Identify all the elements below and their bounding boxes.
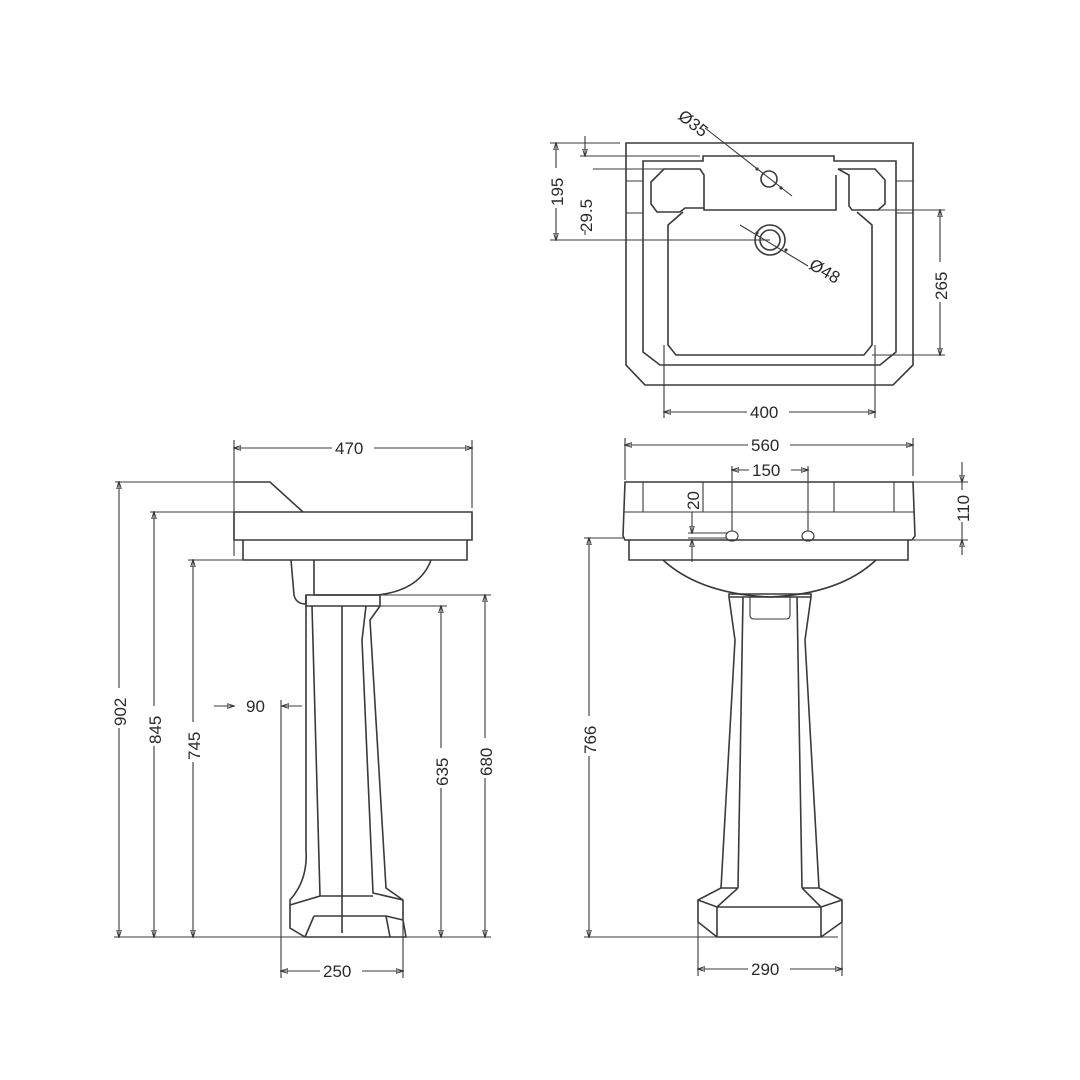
dim-front-to-waste: 195 [548, 178, 567, 206]
front-basin-body [622, 481, 916, 541]
dim-bowl-depth: 265 [932, 272, 951, 300]
dim-pedestal-base-width: 290 [751, 960, 779, 979]
dim-pedestal-height: 680 [477, 748, 496, 776]
dim-basin-depth: 470 [335, 439, 363, 458]
side-basin-slab [233, 511, 473, 541]
plan-left-deck [650, 168, 705, 213]
front-pedestal [697, 593, 843, 938]
tap-hole [760, 170, 778, 188]
side-view: 470 902 845 745 90 635 680 [111, 438, 496, 981]
dim-pedestal-top-height: 635 [433, 758, 452, 786]
dim-floor-to-basin: 766 [581, 726, 600, 754]
plan-outer-rim [625, 142, 914, 386]
dim-waste: Ø48 [806, 255, 843, 288]
plan-inner-rim [642, 155, 897, 366]
dim-pedestal-offset: 90 [246, 697, 265, 716]
dim-basin-height: 110 [954, 495, 973, 522]
dim-bowl-width: 400 [750, 403, 778, 422]
dim-back-offset: 29.5 [577, 199, 596, 232]
dim-underside-height: 745 [185, 732, 204, 760]
dim-overall-height: 902 [111, 698, 130, 726]
plan-bowl [667, 211, 873, 356]
plan-view: Ø35 Ø48 195 29.5 265 400 [548, 106, 951, 422]
dim-basin-width: 560 [751, 436, 779, 455]
front-view: 560 150 20 110 766 290 [581, 435, 973, 979]
dim-tap-centres: 150 [752, 461, 780, 480]
plan-right-deck [837, 168, 886, 211]
dim-overflow-offset: 20 [684, 491, 703, 510]
dim-tap-hole: Ø35 [675, 106, 712, 141]
dim-pedestal-base-depth: 250 [323, 962, 351, 981]
side-pedestal [289, 605, 407, 938]
front-bowl [662, 559, 877, 598]
dim-rim-height: 845 [146, 716, 165, 744]
